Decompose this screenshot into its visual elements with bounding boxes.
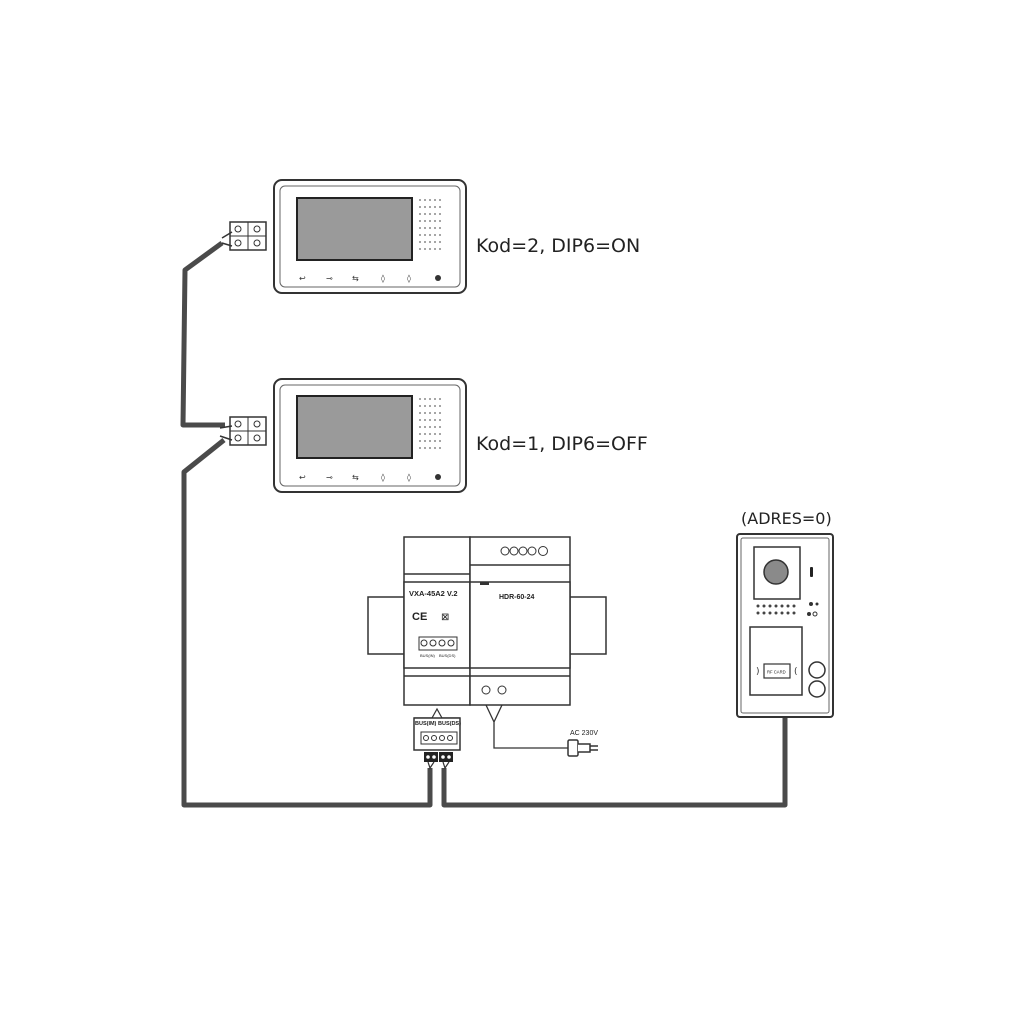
monitor-bottom-config-label: Kod=1, DIP6=OFF <box>476 433 648 455</box>
rfid-reader-panel <box>749 626 803 696</box>
bus-connector: BUS(IM) BUS(DS) <box>413 707 461 770</box>
monitor-buttons: ↩ ⊸ ⇆ ◊ ◊ <box>299 473 441 482</box>
rfid-signal-icon-right: ( <box>794 667 798 677</box>
weee-bin-icon: ⊠ <box>441 612 449 623</box>
distributor-terminals <box>418 636 458 651</box>
bus-connector-label-ds: BUS(DS) <box>438 721 461 727</box>
speaker-holes <box>756 604 796 615</box>
camera-lens-icon <box>763 559 789 585</box>
ce-mark-icon: CE <box>412 611 427 623</box>
monitor-buttons: ↩ ⊸ ⇆ ◊ ◊ <box>299 274 441 283</box>
wire-monitor-to-distributor <box>181 438 433 808</box>
monitor-top: ↩ ⊸ ⇆ ◊ ◊ <box>221 179 467 294</box>
power-led-indicator <box>480 582 489 585</box>
door-station-address-label: (ADRES=0) <box>741 509 832 528</box>
call-button-top[interactable] <box>808 661 826 679</box>
distributor-model-label: VXA-45A2 V.2 <box>409 589 458 598</box>
monitor-screen <box>296 197 413 261</box>
unlock-icon[interactable]: ⊸ <box>326 274 333 283</box>
speaker-grille <box>419 398 441 449</box>
menu-icon[interactable] <box>435 275 441 281</box>
monitor-bottom: ↩ ⊸ ⇆ ◊ ◊ <box>219 378 467 493</box>
rfid-signal-icon: ) <box>756 667 760 677</box>
indicator-icons <box>807 602 819 617</box>
rf-card-slot <box>763 663 791 679</box>
monitor-screen <box>296 395 413 459</box>
power-supply-model-label: HDR-60-24 <box>499 594 535 601</box>
brightness-icon[interactable]: ◊ <box>407 274 411 283</box>
volume-icon[interactable]: ◊ <box>381 274 385 283</box>
power-supply-input-terminals <box>481 685 507 695</box>
distributor-module: VXA-45A2 V.2 CE ⊠ BUS(IN) BUS(DS) <box>403 536 471 706</box>
bus-connector-label-im: BUS(IM) <box>415 721 437 727</box>
menu-icon[interactable] <box>435 474 441 480</box>
transfer-icon[interactable]: ⇆ <box>352 473 359 482</box>
volume-icon[interactable]: ◊ <box>381 473 385 482</box>
mains-voltage-label: AC 230V <box>570 730 598 737</box>
talk-icon[interactable]: ↩ <box>299 473 306 482</box>
mains-cable <box>485 704 570 749</box>
terminal-block-top <box>221 221 267 251</box>
wire-distributor-to-door <box>441 717 788 808</box>
distributor-terminal-ds-label: BUS(DS) <box>439 653 456 658</box>
monitor-top-config-label: Kod=2, DIP6=ON <box>476 235 641 257</box>
terminal-block-bottom <box>219 416 267 446</box>
unlock-icon[interactable]: ⊸ <box>326 473 333 482</box>
power-supply-top-terminals <box>500 546 548 556</box>
rf-card-label: RF CARD <box>767 670 786 675</box>
speaker-grille <box>419 199 441 250</box>
transfer-icon[interactable]: ⇆ <box>352 274 359 283</box>
wire-monitor-link <box>180 240 225 428</box>
bus-wires <box>180 240 788 808</box>
distributor-terminal-in-label: BUS(IN) <box>420 653 436 658</box>
status-led-indicator <box>810 567 813 577</box>
door-station: ) RF CARD ( <box>736 533 834 718</box>
power-supply-module: HDR-60-24 <box>469 536 571 749</box>
camera-module <box>753 546 801 600</box>
mains-plug-icon <box>567 739 598 757</box>
brightness-icon[interactable]: ◊ <box>407 473 411 482</box>
talk-icon[interactable]: ↩ <box>299 274 306 283</box>
call-button-bottom[interactable] <box>808 680 826 698</box>
